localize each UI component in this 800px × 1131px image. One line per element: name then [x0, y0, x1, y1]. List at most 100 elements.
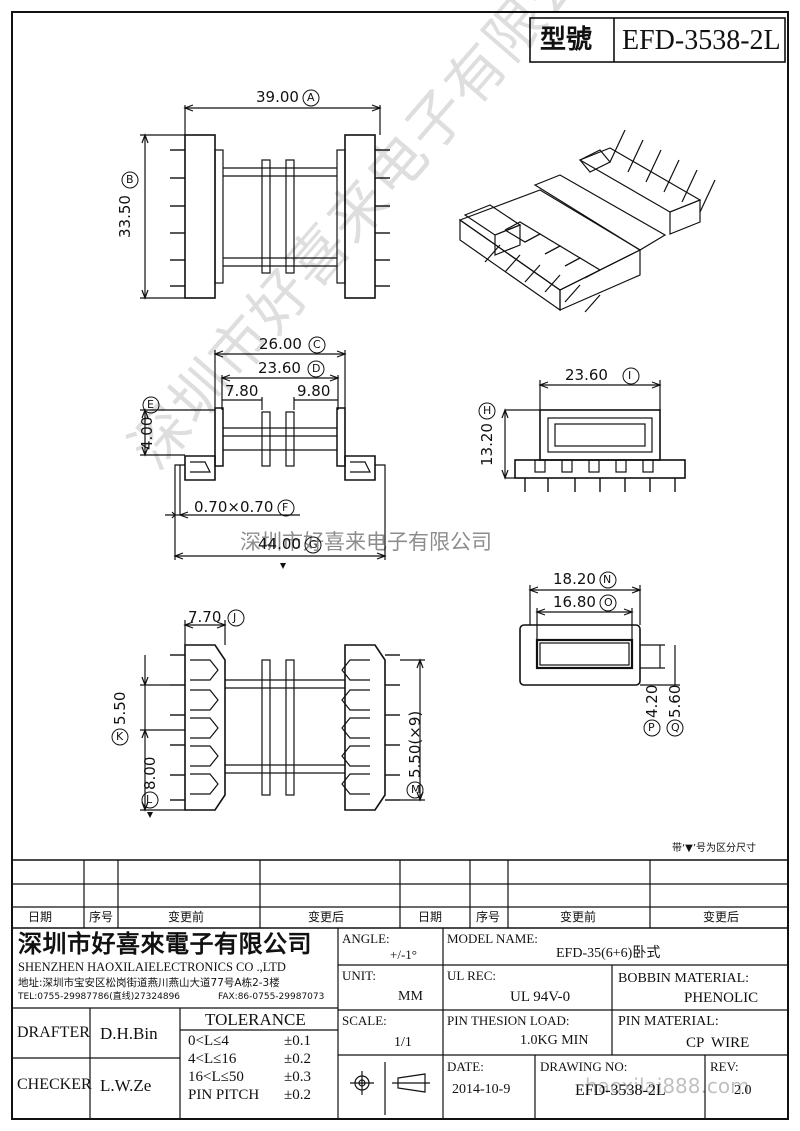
- rev-col-before: 变更前: [168, 910, 205, 924]
- outer-frame: [11, 11, 789, 1120]
- model-name-value: EFD-35(6+6)卧式: [556, 946, 661, 961]
- drawing-no-label: DRAWING NO:: [540, 1059, 628, 1074]
- tolerance-value-3: ±0.3: [284, 1069, 311, 1085]
- dim-n: 18.20: [553, 570, 596, 588]
- company-address: 地址:深圳市宝安区松岗街道燕川燕山大道77号A栋2-3楼: [18, 977, 280, 989]
- unit-value: MM: [398, 989, 423, 1004]
- checker-value: L.W.Ze: [100, 1076, 152, 1095]
- unit-label: UNIT:: [342, 968, 377, 983]
- model-name-label: MODEL NAME:: [447, 931, 538, 946]
- date-label: DATE:: [447, 1059, 484, 1074]
- dim-o-tag: O: [604, 596, 613, 609]
- dim-g-tag: G: [309, 538, 318, 551]
- scale-label: SCALE:: [342, 1013, 387, 1028]
- header-model-box: [529, 17, 786, 63]
- dim-c: 26.00: [259, 335, 302, 353]
- tolerance-value-1: ±0.1: [284, 1033, 311, 1049]
- tolerance-title: TOLERANCE: [205, 1010, 306, 1029]
- front-view: [140, 350, 387, 560]
- center-watermark: 深圳市好喜来电子有限公司: [240, 530, 492, 554]
- rev-label: REV:: [710, 1059, 739, 1074]
- rev-col-before2: 变更前: [560, 910, 597, 924]
- dim-k-tag: K: [116, 730, 124, 743]
- rev-col-after: 变更后: [308, 910, 345, 924]
- pin-material-value: CP WIRE: [686, 1035, 750, 1051]
- company-fax: FAX:86-0755-29987073: [218, 992, 325, 1002]
- dim-h-tag: H: [483, 404, 492, 417]
- dim-i-tag: I: [628, 369, 632, 382]
- dim-l: 8.00: [141, 756, 159, 790]
- drawing-no-value: EFD-3538-2L: [575, 1082, 666, 1099]
- dim-k: 5.50: [111, 691, 129, 725]
- dim-d-tag: D: [312, 362, 321, 375]
- tolerance-range-3: 16<L≤50: [188, 1069, 244, 1085]
- bottom-view: [140, 620, 425, 812]
- rev-col-no: 序号: [89, 910, 114, 924]
- scale-value: 1/1: [394, 1035, 412, 1050]
- bobbin-material-value: PHENOLIC: [684, 990, 759, 1006]
- company-tel: TEL:0755-29987786(直线)27324896: [18, 992, 181, 1002]
- rev-value: 2.0: [734, 1083, 752, 1098]
- rev-col-after2: 变更后: [703, 910, 740, 924]
- isometric-view: [458, 129, 716, 313]
- angle-label: ANGLE:: [342, 931, 390, 946]
- dim-j: 7.70: [188, 608, 222, 626]
- dim-o: 16.80: [553, 593, 596, 611]
- company-name-en: SHENZHEN HAOXILAIELECTRONICS CO .,LTD: [18, 960, 286, 974]
- pin-load-value: 1.0KG MIN: [520, 1033, 589, 1048]
- marker-triangle: [147, 812, 153, 818]
- dim-j-tag: J: [233, 611, 237, 624]
- dim-b: 33.50: [116, 195, 134, 238]
- dim-e: 4.00: [138, 416, 156, 450]
- dim-n-tag: N: [603, 573, 612, 586]
- dim-i: 23.60: [565, 366, 608, 384]
- dim-b-tag: B: [126, 173, 134, 186]
- bobbin-material-label: BOBBIN MATERIAL:: [618, 971, 750, 986]
- pin-load-label: PIN THESION LOAD:: [447, 1013, 570, 1028]
- dim-e-tag: E: [147, 398, 154, 411]
- dim-a: 39.00: [256, 88, 299, 106]
- tolerance-range-4: PIN PITCH: [188, 1087, 260, 1103]
- dim-d: 23.60: [258, 359, 301, 377]
- dim-c-tag: C: [313, 338, 321, 351]
- dim-q: 5.60: [666, 684, 684, 718]
- tolerance-value-4: ±0.2: [284, 1087, 311, 1103]
- tolerance-range-2: 4<L≤16: [188, 1051, 237, 1067]
- dim-f-tag: F: [282, 501, 289, 514]
- dim-h: 13.20: [478, 423, 496, 466]
- dim-d-right: 9.80: [297, 382, 331, 400]
- dim-p: 4.20: [643, 684, 661, 718]
- header-model-value: EFD-3538-2L: [622, 25, 781, 56]
- tolerance-value-2: ±0.2: [284, 1051, 311, 1067]
- dim-a-tag: A: [307, 91, 315, 104]
- top-view: [140, 104, 390, 300]
- rev-col-date: 日期: [28, 910, 53, 924]
- pin-material-label: PIN MATERIAL:: [618, 1014, 719, 1029]
- end-view: [519, 585, 680, 686]
- tolerance-range-1: 0<L≤4: [188, 1033, 229, 1049]
- ul-rec-label: UL REC:: [447, 968, 496, 983]
- dim-q-tag: Q: [671, 721, 680, 734]
- dim-m: 5.50(×9): [406, 710, 424, 778]
- header-model-label: 型號: [540, 25, 593, 55]
- angle-value: +/-1°: [390, 947, 417, 962]
- dim-g: 44.00: [258, 535, 301, 553]
- ul-rec-value: UL 94V-0: [510, 989, 571, 1005]
- drafter-value: D.H.Bin: [100, 1024, 158, 1043]
- marker-triangle: [280, 563, 286, 569]
- side-view: [501, 380, 686, 492]
- checker-label: CHECKER: [17, 1076, 92, 1093]
- date-value: 2014-10-9: [452, 1082, 511, 1097]
- dim-m-tag: M: [411, 783, 421, 796]
- site-watermark: haoxilai888.com: [585, 1074, 750, 1098]
- title-block-grid: [12, 859, 788, 1119]
- dim-d-left: 7.80: [225, 382, 259, 400]
- dim-l-tag: L: [146, 793, 153, 806]
- rev-col-date2: 日期: [418, 910, 443, 924]
- dim-f: 0.70×0.70: [194, 498, 274, 516]
- dim-p-tag: P: [648, 721, 655, 734]
- rev-col-no2: 序号: [476, 910, 501, 924]
- company-name-cn: 深圳市好喜來電子有限公司: [18, 932, 312, 958]
- marker-note: 带‘▼’号为区分尺寸: [672, 843, 757, 854]
